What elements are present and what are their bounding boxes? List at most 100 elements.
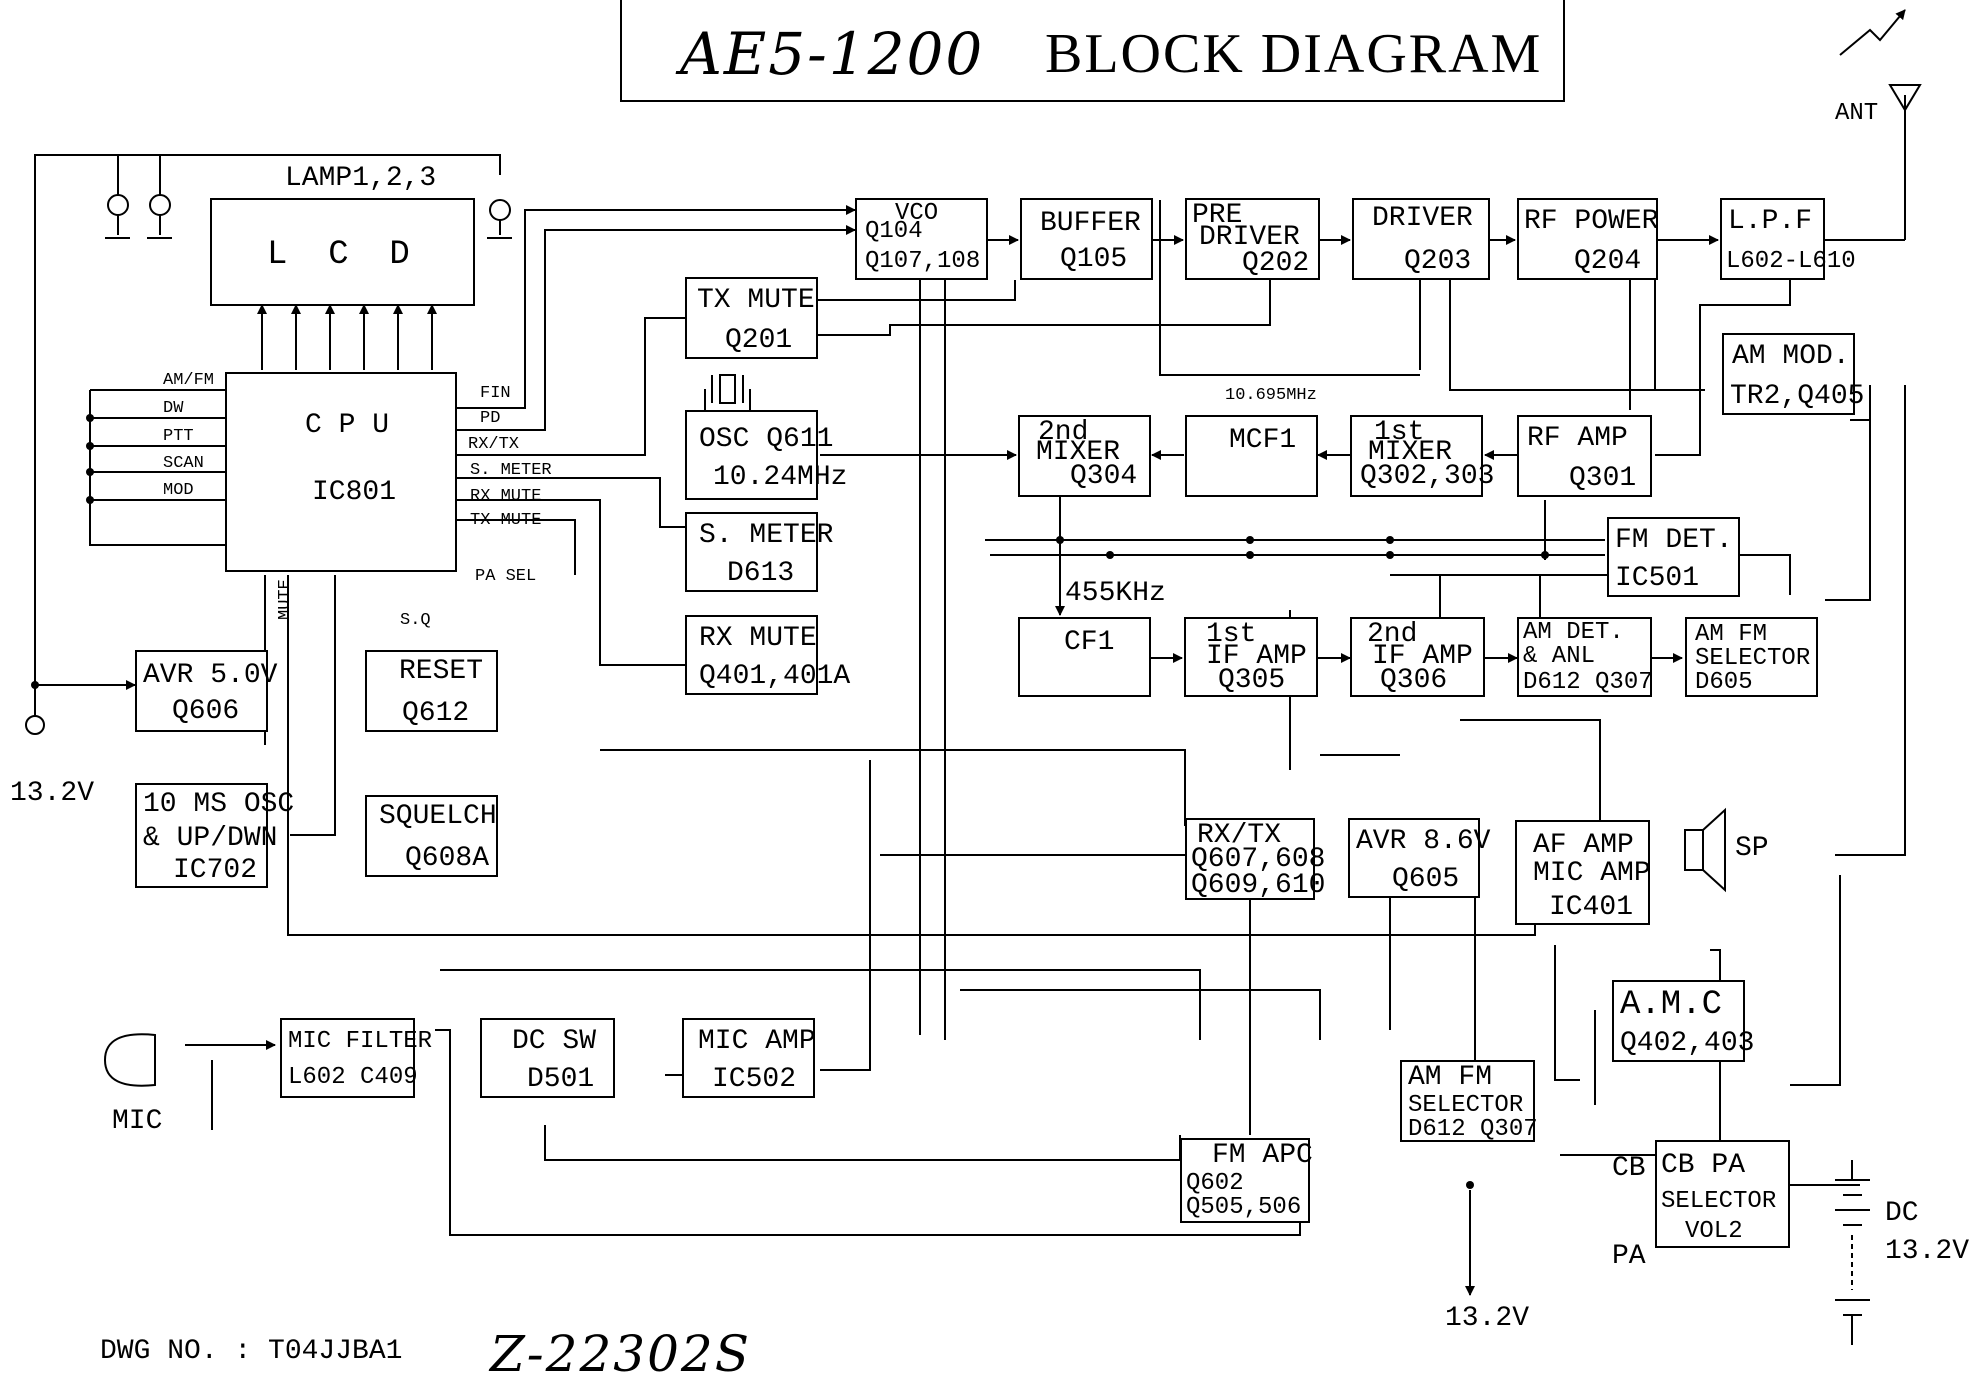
cpu-name: C P U	[305, 410, 390, 441]
cpu-pin-scan: SCAN	[163, 454, 204, 473]
driver-block: DRIVER Q203	[1352, 198, 1490, 280]
af-amp-name1: AF AMP	[1533, 830, 1634, 861]
osc10ms-name2: & UP/DWN	[143, 823, 278, 854]
pa-sel-label: PA SEL	[475, 567, 537, 586]
fm-apc-name: FM APC	[1212, 1140, 1313, 1171]
fm-apc-part1: Q602	[1186, 1170, 1244, 1197]
amc-name: A.M.C	[1620, 986, 1723, 1024]
am-fm-selector1-block: AM FM SELECTOR D605	[1685, 617, 1818, 697]
fm-det-part: IC501	[1615, 563, 1700, 594]
fm-apc-block: FM APC Q602 Q505,506	[1180, 1138, 1313, 1223]
rf-power-name: RF POWER	[1524, 206, 1659, 237]
dc-voltage-label: 13.2V	[1885, 1236, 1969, 1267]
driver-part: Q203	[1404, 246, 1472, 277]
mic-filter-part: L602 C409	[288, 1064, 418, 1091]
avr5-part: Q606	[172, 696, 240, 727]
am-fm-selector1-name2: SELECTOR	[1695, 645, 1811, 672]
am-fm-selector2-block: AM FM SELECTOR D612 Q307	[1400, 1060, 1538, 1143]
if-amp2-name1: 2nd	[1367, 619, 1418, 650]
driver-name: DRIVER	[1372, 203, 1473, 234]
af-amp-block: AF AMP MIC AMP IC401	[1515, 820, 1651, 925]
amc-part: Q402,403	[1620, 1028, 1755, 1059]
mic-amp-name: MIC AMP	[698, 1026, 816, 1057]
rx-mute-part: Q401,401A	[699, 661, 851, 692]
osc-freq: 10.24MHz	[713, 462, 848, 493]
rf-power-block: RF POWER Q204	[1517, 198, 1658, 280]
osc10ms-part: IC702	[173, 855, 258, 886]
predriver-name2: DRIVER	[1199, 222, 1300, 253]
cpu-block: C P U IC801	[225, 372, 457, 572]
fm-det-block: FM DET. IC501	[1607, 517, 1740, 597]
dc-label: DC	[1885, 1198, 1919, 1229]
lcd-block: L C D	[210, 198, 475, 306]
rxtx-block: RX/TX Q607,608 Q609,610	[1185, 818, 1325, 900]
tx-mute-part: Q201	[725, 325, 793, 356]
avr5-name: AVR 5.0V	[143, 660, 278, 691]
am-mod-part: TR2,Q405	[1730, 381, 1865, 412]
mixer2-name1: 2nd	[1038, 417, 1089, 448]
cpu-pin-rxtx: RX/TX	[468, 435, 520, 454]
cb-pa-name1: CB PA	[1661, 1150, 1746, 1181]
cpu-pin-smeter: S. METER	[470, 461, 552, 480]
cf1-freq: 455KHz	[1065, 578, 1166, 609]
squelch-part: Q608A	[405, 843, 490, 874]
mcf1-name: MCF1	[1229, 425, 1297, 456]
mixer1-name1: 1st	[1374, 417, 1425, 448]
fm-det-name: FM DET.	[1615, 525, 1733, 556]
lpf-block: L.P.F L602-L610	[1720, 198, 1856, 280]
sq-label: S.Q	[400, 611, 431, 630]
cpu-pin-rx-mute: RX MUTE	[470, 487, 542, 506]
if-amp1-block: 1st IF AMP Q305	[1184, 617, 1318, 697]
dc-sw-block: DC SW D501	[480, 1018, 615, 1098]
am-fm-selector1-part: D605	[1695, 669, 1753, 696]
rxtx-part1: Q607,608	[1191, 844, 1326, 875]
am-fm-selector2-part: D612 Q307	[1408, 1116, 1538, 1143]
if-amp2-name2: IF AMP	[1372, 641, 1473, 672]
title-handwritten: AE5-1200	[680, 20, 985, 88]
cpu-pin-fin: FIN	[480, 384, 511, 403]
am-fm-selector2-name2: SELECTOR	[1408, 1092, 1524, 1119]
title-printed: BLOCK DIAGRAM	[1045, 23, 1543, 85]
am-mod-block: AM MOD. TR2,Q405	[1722, 333, 1864, 415]
rx-mute-block: RX MUTE Q401,401A	[685, 615, 850, 695]
predriver-block: PRE DRIVER Q202	[1185, 198, 1320, 280]
rf-amp-part: Q301	[1569, 463, 1637, 494]
am-det-part: D612 Q307	[1523, 669, 1653, 696]
if-amp1-name2: IF AMP	[1206, 641, 1307, 672]
am-det-block: AM DET. & ANL D612 Q307	[1517, 617, 1653, 697]
rf-power-part: Q204	[1574, 246, 1642, 277]
dc-sw-part: D501	[527, 1064, 595, 1095]
vco-name: VCO	[895, 200, 939, 227]
cpu-pin-dw: DW	[163, 399, 184, 418]
cb-pa-name2: SELECTOR	[1661, 1188, 1777, 1215]
osc-name: OSC Q611	[699, 424, 834, 455]
osc10ms-name1: 10 MS OSC	[143, 789, 295, 820]
amc-block: A.M.C Q402,403	[1612, 980, 1754, 1062]
mic-label: MIC	[112, 1106, 163, 1137]
rxtx-part2: Q609,610	[1191, 870, 1326, 901]
predriver-name1: PRE	[1192, 200, 1243, 231]
mixer2-part: Q304	[1070, 461, 1138, 492]
am-det-name1: AM DET.	[1523, 619, 1624, 646]
cb-label: CB	[1612, 1153, 1646, 1184]
mic-filter-name: MIC FILTER	[288, 1028, 433, 1055]
s-meter-block: S. METER D613	[685, 512, 833, 592]
cpu-pin-tx-mute: TX MUTE	[470, 511, 542, 530]
mixer2-block: 2nd MIXER Q304	[1018, 415, 1151, 497]
af-amp-name2: MIC AMP	[1533, 858, 1651, 889]
if-amp2-block: 2nd IF AMP Q306	[1350, 617, 1485, 697]
buffer-name: BUFFER	[1040, 208, 1141, 239]
squelch-name: SQUELCH	[379, 801, 497, 832]
reset-part: Q612	[402, 698, 470, 729]
vco-block: VCO Q104 Q107,108	[855, 198, 988, 280]
predriver-part: Q202	[1242, 248, 1310, 279]
avr86-block: AVR 8.6V Q605	[1348, 818, 1490, 898]
mute-label: MUTE	[276, 579, 295, 620]
buffer-part: Q105	[1060, 244, 1128, 275]
tx-mute-name: TX MUTE	[697, 285, 815, 316]
lpf-part: L602-L610	[1726, 248, 1856, 275]
s-meter-name: S. METER	[699, 520, 834, 551]
if-amp1-part: Q305	[1218, 665, 1286, 696]
avr86-name: AVR 8.6V	[1356, 826, 1491, 857]
squelch-block: SQUELCH Q608A	[365, 795, 498, 877]
